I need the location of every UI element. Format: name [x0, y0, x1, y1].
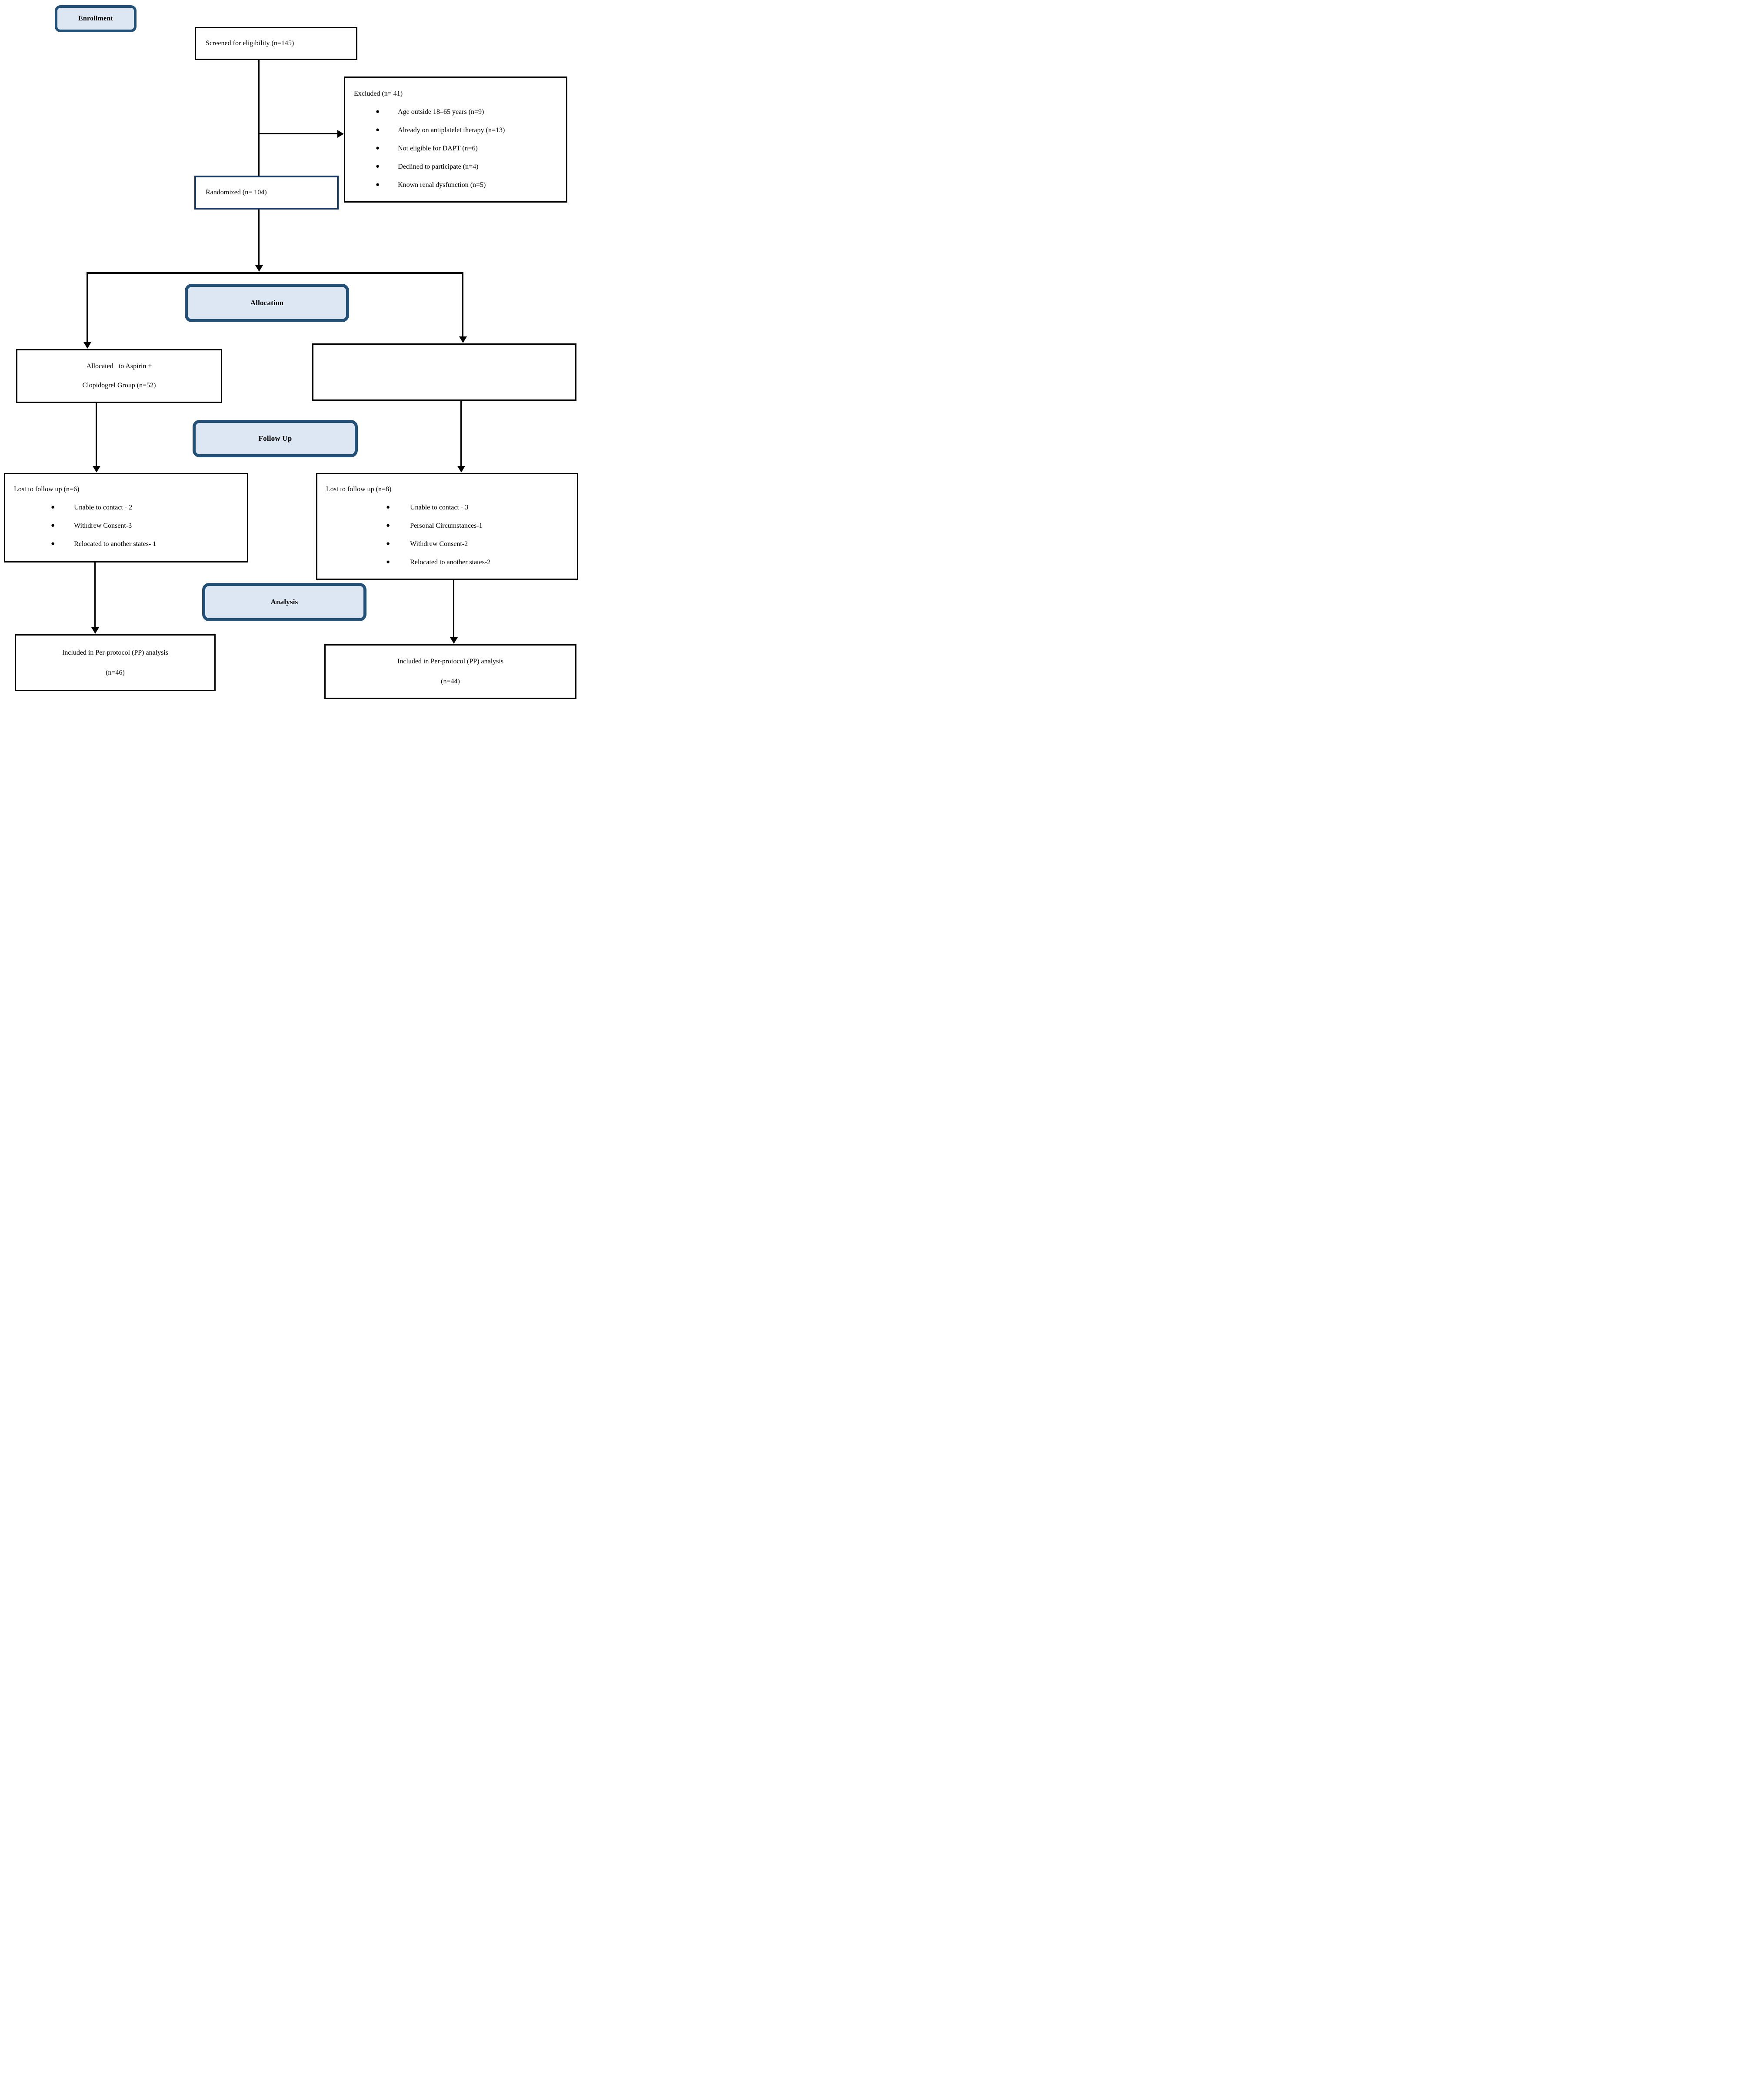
pp-left-line2: (n=46) [106, 669, 125, 676]
split-line [87, 272, 463, 274]
bullet-label: Personal Circumstances-1 [410, 522, 483, 529]
lost-left-bullet-list: ● Unable to contact - 2 ● Withdrew Conse… [5, 503, 247, 548]
bullet-icon: ● [376, 163, 380, 170]
bullet-label: Withdrew Consent-3 [74, 522, 132, 529]
connector-lost-analysis-right [453, 580, 454, 638]
bullet-icon: ● [386, 540, 390, 547]
allocated-aspirin-clopidogrel-box: Allocated to Aspirin + Clopidogrel Group… [16, 349, 222, 403]
arrow-down-icon [255, 265, 263, 272]
arrow-down-icon [459, 336, 467, 343]
arrow-down-icon [93, 466, 100, 473]
bullet-icon: ● [376, 126, 380, 133]
randomized-box: Randomized (n= 104) [194, 176, 339, 210]
consort-flow-diagram: Enrollment Allocation Follow Up Analysis… [0, 0, 581, 700]
connector-lost-analysis-left [94, 562, 96, 628]
bullet-item: ● Personal Circumstances-1 [317, 522, 577, 530]
followup-banner-label: Follow Up [258, 434, 292, 443]
bullet-icon: ● [51, 504, 55, 511]
allocated-right-empty-box [312, 343, 576, 401]
lost-right-title: Lost to follow up (n=8) [326, 486, 392, 493]
lost-right-bullet-list: ● Unable to contact - 3 ● Personal Circu… [317, 503, 577, 566]
bullet-label: Unable to contact - 2 [74, 504, 133, 511]
excluded-box: Excluded (n= 41) ● Age outside 18–65 yea… [344, 77, 567, 203]
bullet-item: ● Unable to contact - 2 [5, 503, 247, 512]
bullet-label: Age outside 18–65 years (n=9) [398, 108, 484, 116]
bullet-label: Known renal dysfunction (n=5) [398, 181, 486, 189]
bullet-label: Withdrew Consent-2 [410, 540, 468, 548]
bullet-item: ● Withdrew Consent-3 [5, 522, 247, 530]
connector-allocated-lost-right [460, 401, 462, 466]
allocated-left-line2: Clopidogrel Group (n=52) [82, 382, 156, 389]
connector-split-left [87, 272, 88, 343]
pp-right-line1: Included in Per-protocol (PP) analysis [397, 658, 504, 665]
bullet-label: Unable to contact - 3 [410, 504, 469, 511]
bullet-item: ● Declined to participate (n=4) [345, 163, 566, 171]
connector-split-right [462, 272, 463, 337]
connector-to-excluded [259, 133, 338, 134]
connector-screened-randomized [258, 60, 260, 176]
lost-followup-right-box: Lost to follow up (n=8) ● Unable to cont… [316, 473, 578, 580]
bullet-item: ● Already on antiplatelet therapy (n=13) [345, 126, 566, 134]
per-protocol-right-box: Included in Per-protocol (PP) analysis (… [324, 644, 576, 699]
enrollment-banner-label: Enrollment [78, 15, 113, 22]
arrow-down-icon [83, 342, 91, 349]
bullet-icon: ● [386, 559, 390, 566]
bullet-icon: ● [51, 540, 55, 547]
pp-right-line2: (n=44) [441, 678, 460, 685]
analysis-banner: Analysis [202, 583, 366, 621]
bullet-item: ● Relocated to another states- 1 [5, 540, 247, 548]
bullet-item: ● Not eligible for DAPT (n=6) [345, 144, 566, 153]
bullet-icon: ● [386, 522, 390, 529]
bullet-icon: ● [386, 504, 390, 511]
bullet-label: Not eligible for DAPT (n=6) [398, 145, 478, 152]
bullet-icon: ● [376, 181, 380, 188]
bullet-item: ● Relocated to another states-2 [317, 558, 577, 566]
arrow-down-icon [91, 627, 99, 634]
lost-left-title: Lost to follow up (n=6) [14, 486, 80, 493]
excluded-title: Excluded (n= 41) [354, 90, 403, 97]
randomized-label: Randomized (n= 104) [206, 189, 267, 196]
pp-left-line1: Included in Per-protocol (PP) analysis [62, 649, 169, 656]
arrow-down-icon [450, 637, 458, 644]
bullet-label: Relocated to another states-2 [410, 559, 491, 566]
bullet-icon: ● [376, 108, 380, 115]
screened-label: Screened for eligibility (n=145) [206, 40, 294, 47]
allocated-left-line1: Allocated to Aspirin + [86, 363, 152, 370]
connector-randomized-split [258, 210, 260, 267]
bullet-item: ● Known renal dysfunction (n=5) [345, 181, 566, 189]
bullet-label: Already on antiplatelet therapy (n=13) [398, 126, 505, 134]
allocation-banner: Allocation [185, 284, 349, 322]
bullet-label: Declined to participate (n=4) [398, 163, 479, 170]
arrow-down-icon [457, 466, 465, 473]
bullet-item: ● Unable to contact - 3 [317, 503, 577, 512]
followup-banner: Follow Up [193, 420, 358, 457]
screened-box: Screened for eligibility (n=145) [195, 27, 357, 60]
analysis-banner-label: Analysis [270, 598, 298, 606]
bullet-item: ● Withdrew Consent-2 [317, 540, 577, 548]
bullet-item: ● Age outside 18–65 years (n=9) [345, 108, 566, 116]
bullet-label: Relocated to another states- 1 [74, 540, 157, 548]
allocation-banner-label: Allocation [250, 299, 284, 307]
enrollment-banner: Enrollment [55, 5, 137, 32]
arrow-right-icon [337, 130, 344, 138]
lost-followup-left-box: Lost to follow up (n=6) ● Unable to cont… [4, 473, 248, 562]
excluded-bullet-list: ● Age outside 18–65 years (n=9) ● Alread… [345, 108, 566, 189]
bullet-icon: ● [51, 522, 55, 529]
bullet-icon: ● [376, 145, 380, 152]
connector-allocated-lost-left [96, 403, 97, 466]
per-protocol-left-box: Included in Per-protocol (PP) analysis (… [15, 634, 216, 691]
